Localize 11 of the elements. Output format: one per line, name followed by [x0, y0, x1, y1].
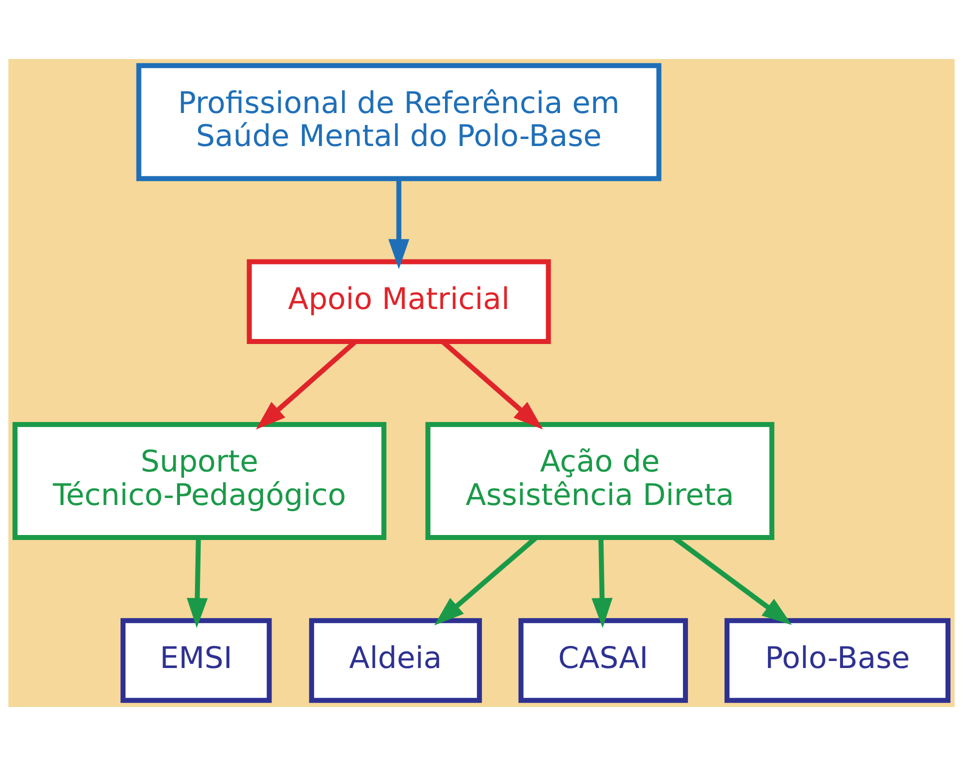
arrow [186, 538, 208, 628]
node-box: Polo-Base [724, 618, 950, 703]
node-box: Profissional de Referência em Saúde Mental do Polo-Base [136, 63, 662, 182]
node-box: Ação de Assistência Direta [425, 422, 774, 540]
arrow [388, 179, 410, 270]
arrow [592, 538, 613, 628]
node-box: CASAI [518, 618, 688, 703]
node-box: Apoio Matricial [246, 259, 551, 344]
node-box: Suporte Técnico-Pedagógico [12, 422, 386, 540]
node-box: EMSI [120, 618, 272, 703]
node-box: Aldeia [309, 618, 482, 703]
